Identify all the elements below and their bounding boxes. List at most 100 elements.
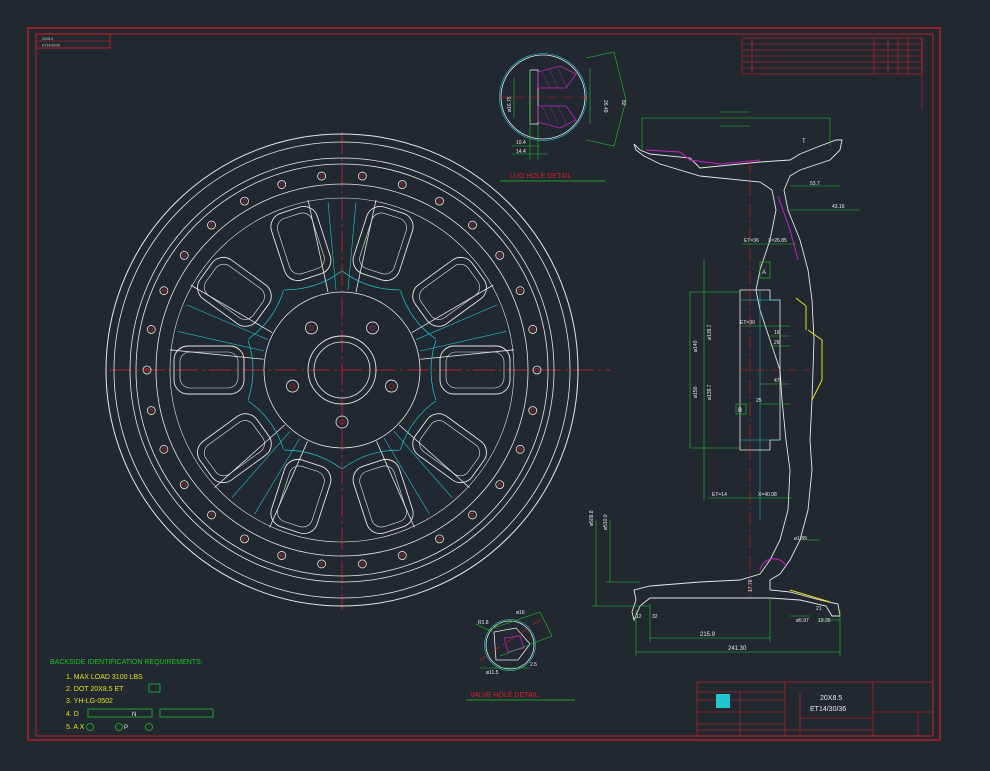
section-dim-bottom-0: 12 xyxy=(636,614,642,620)
notes-item-5-circle-3 xyxy=(145,723,153,731)
spoke xyxy=(169,284,273,360)
section-dim-bottom-6: 21 xyxy=(816,606,822,612)
spoke-edge xyxy=(411,284,515,360)
notes-item-5-symbol-p: P xyxy=(124,725,128,731)
top-left-title-box: 20X8.5 ET14/30/36 xyxy=(35,33,111,49)
notes-title: BACKSIDE IDENTIFICATION REQUIREMENTS: xyxy=(50,659,203,666)
bolt-hole xyxy=(528,406,538,415)
bolt-hole-center xyxy=(161,447,166,452)
window-inner xyxy=(277,212,325,275)
section-label-a: A xyxy=(762,270,766,276)
title-block xyxy=(696,681,934,737)
bolt-hole-center xyxy=(470,223,475,227)
spoke xyxy=(214,424,308,528)
lug-hole-center xyxy=(290,383,296,389)
spoke-inner-edge xyxy=(383,430,453,515)
window-inner xyxy=(359,212,407,275)
bolt-hole-center xyxy=(242,536,247,541)
title-block-logo xyxy=(716,694,730,708)
section-dim-right-9: 47 xyxy=(774,378,780,384)
top-left-title-line1: 20X8.5 xyxy=(42,37,53,41)
bolt-hole-center xyxy=(360,174,365,178)
section-dim-right-4: ET=30 xyxy=(740,320,755,326)
section-dim-right-8: 26 xyxy=(774,340,780,346)
window-cyan-contour xyxy=(284,449,342,469)
section-dim-right-2: ET=36 xyxy=(744,238,759,244)
window-inner xyxy=(419,420,480,477)
lug-dim-3: 26.49 xyxy=(602,100,608,113)
top-left-title-line2: ET14/30/36 xyxy=(42,44,60,48)
bolt-hole-center xyxy=(360,562,365,566)
window-inner xyxy=(419,263,480,320)
bolt-hole xyxy=(207,510,216,520)
lug-dim-5: ø16.75 xyxy=(507,96,513,112)
bolt-hole xyxy=(179,250,189,260)
window-outline xyxy=(197,256,272,327)
rim-profile-outer xyxy=(631,139,843,622)
spoke-inner-edge xyxy=(416,304,507,352)
title-block-et: ET14/30/36 xyxy=(810,706,846,713)
bolt-hole-center xyxy=(530,408,535,413)
bolt-hole xyxy=(397,180,407,189)
window-cyan-contour xyxy=(342,271,400,291)
bolt-hole xyxy=(515,286,525,296)
notes-block: BACKSIDE IDENTIFICATION REQUIREMENTS: 1.… xyxy=(50,659,214,731)
bolt-hole-center xyxy=(182,482,187,487)
section-dim-bottom-2: 215.9 xyxy=(700,632,716,638)
spoke-window xyxy=(400,400,487,484)
valve-dim-1: R1.8 xyxy=(478,620,489,626)
notes-item-4-box-a xyxy=(87,708,153,718)
section-dim-left-3: ø139.7 xyxy=(707,384,713,400)
lug-dim-4: 82 xyxy=(620,100,626,106)
bolt-hole xyxy=(317,559,327,569)
lug-dim-2: 14.4 xyxy=(516,149,526,155)
bolt-hole xyxy=(468,510,477,520)
valve-hole-title: VALVE HOLE DETAIL xyxy=(470,692,539,699)
bolt-hole-center xyxy=(145,368,149,372)
wheel-cross-section: 12 32 215.9 241.30 ø5.97 13.35 21 17.76 … xyxy=(589,111,860,656)
bolt-hole xyxy=(277,180,287,189)
window-cyan-contour xyxy=(248,400,284,450)
bolt-hole xyxy=(435,196,444,206)
section-dim-bottom-1: 32 xyxy=(652,614,658,620)
bolt-hole-center xyxy=(279,182,284,187)
spoke-edge xyxy=(214,424,308,528)
section-dim-left-4: ø509.8 xyxy=(589,510,595,526)
bolt-hole-center xyxy=(209,513,214,517)
window-cyan-contour xyxy=(247,339,254,401)
section-dim-left-2: ø150 xyxy=(693,386,699,398)
lug-hole-title: LUG HOLE DETAIL xyxy=(510,173,571,180)
spoke-edge xyxy=(169,284,273,360)
bolt-hole-center xyxy=(518,288,523,293)
wheel-front-view xyxy=(105,132,610,610)
lug-hole xyxy=(366,321,379,335)
section-dim-bottom-3: 241.30 xyxy=(728,646,747,652)
section-dim-right-10: 25 xyxy=(756,398,762,404)
title-block-size: 20X8.5 xyxy=(820,695,842,702)
section-label-b: B xyxy=(738,408,742,414)
bolt-hole xyxy=(240,196,249,206)
lug-hole-center xyxy=(308,325,314,331)
bolt-hole-center xyxy=(149,327,154,332)
inner-frame xyxy=(35,33,934,737)
bolt-hole-center xyxy=(400,553,405,558)
notes-item-2-box xyxy=(148,683,161,693)
section-dim-right-3: X=26.85 xyxy=(768,238,787,244)
window-outline xyxy=(412,256,487,327)
window-inner xyxy=(179,351,239,389)
section-dim-right-0: 43.16 xyxy=(832,204,845,210)
lug-hole-center xyxy=(339,419,345,425)
window-outline xyxy=(352,205,414,282)
bolt-hole xyxy=(357,559,367,569)
bolt-hole-center xyxy=(470,513,475,517)
window-cyan-contour xyxy=(400,290,436,340)
section-dim-right-11: ø1.89 xyxy=(794,536,807,542)
bolt-hole-center xyxy=(319,562,324,566)
lug-hole xyxy=(305,321,318,335)
lug-hole-detail: 10.4 14.4 26.49 82 ø16.75 LUG HOLE DETAI… xyxy=(499,51,627,182)
window-outline xyxy=(352,458,414,535)
notes-item-4: 4. D xyxy=(66,711,79,718)
bolt-hole-center xyxy=(437,536,442,541)
spoke-window xyxy=(430,339,511,401)
